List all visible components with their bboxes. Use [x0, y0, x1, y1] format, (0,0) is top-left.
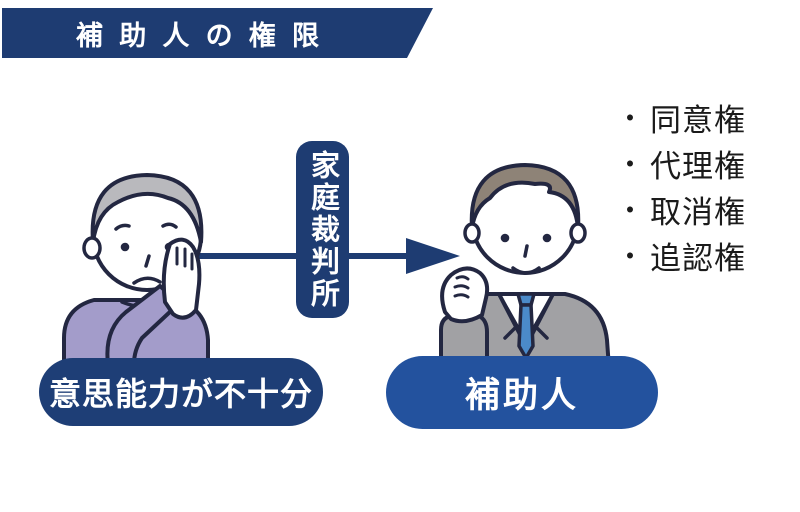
family-court-label: 家庭裁判所: [306, 149, 339, 310]
bullet-icon: ・: [616, 241, 645, 272]
right-ratification-label: 追認権: [650, 240, 747, 276]
worried-elderly-person-illustration: [50, 152, 220, 366]
right-rescission-label: 取消権: [650, 194, 747, 230]
list-item: ・ 追認権: [616, 232, 746, 278]
bullet-icon: ・: [616, 103, 645, 134]
man-in-suit-icon: [439, 163, 611, 370]
left-caption-pill: 意思能力が不十分: [39, 358, 323, 426]
right-consent-label: 同意権: [650, 102, 747, 138]
elderly-person-icon: [62, 173, 210, 366]
list-item: ・ 代理権: [616, 140, 746, 186]
family-court-box: 家庭裁判所: [296, 141, 349, 318]
page-title: 補助人の権限: [76, 20, 336, 51]
left-caption-text: 意思能力が不十分: [48, 376, 313, 412]
list-item: ・ 同意権: [616, 94, 746, 140]
rights-list: ・ 同意権 ・ 代理権 ・ 取消権 ・ 追認権: [616, 94, 746, 278]
right-caption-text: 補助人: [464, 376, 579, 415]
right-caption-pill: 補助人: [386, 356, 658, 429]
bullet-icon: ・: [616, 195, 645, 226]
bullet-icon: ・: [616, 149, 645, 180]
title-banner: 補助人の権限: [2, 8, 433, 58]
assistant-man-illustration: [435, 150, 630, 370]
list-item: ・ 取消権: [616, 186, 746, 232]
right-agency-label: 代理権: [650, 148, 747, 184]
